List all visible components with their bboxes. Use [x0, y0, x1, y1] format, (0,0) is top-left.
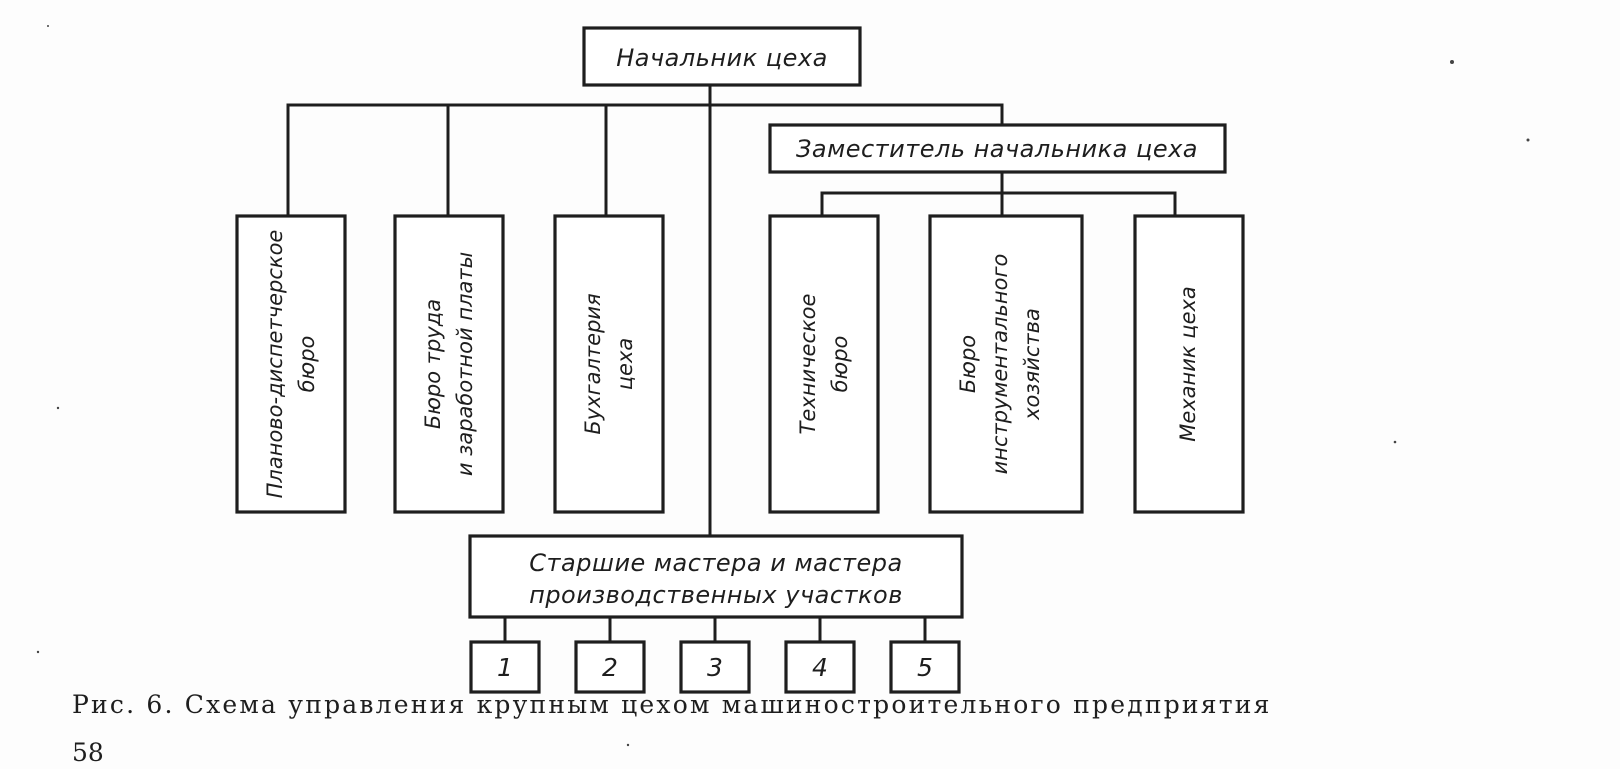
section-label: 2: [602, 653, 618, 682]
dept-mechanic: Механик цеха: [1133, 214, 1245, 514]
section-node: 2: [574, 640, 646, 694]
dept-accounting-line1: Бухгалтерия: [581, 293, 605, 434]
head-label: Начальник цеха: [616, 44, 828, 72]
figure-caption: Рис. 6. Схема управления крупным цехом м…: [72, 690, 1272, 719]
dept-tools-line2: инструментального: [988, 254, 1012, 475]
scan-specks: [36, 25, 1530, 747]
dept-planning-line2: бюро: [295, 336, 319, 393]
section-label: 3: [707, 653, 723, 682]
dept-accounting: Бухгалтерия цеха: [553, 214, 665, 514]
dept-labor: Бюро труда и заработной платы: [393, 214, 505, 514]
dept-technical-line1: Техническое: [796, 294, 820, 435]
section-label: 4: [812, 653, 828, 682]
head-node: Начальник цеха: [582, 26, 862, 87]
connectors: [286, 81, 1177, 644]
deputy-label: Заместитель начальника цеха: [796, 135, 1198, 163]
section-node: 3: [679, 640, 751, 694]
masters-node: Старшие мастера и мастера производственн…: [468, 534, 964, 619]
dept-labor-line1: Бюро труда: [421, 299, 445, 429]
section-node: 5: [889, 640, 961, 694]
section-label: 1: [497, 653, 513, 682]
dept-accounting-line2: цеха: [613, 338, 637, 391]
dept-technical: Техническое бюро: [768, 214, 880, 514]
dept-technical-line2: бюро: [828, 336, 852, 393]
dept-planning-line1: Планово-диспетчерское: [263, 230, 287, 499]
section-node: 1: [469, 640, 541, 694]
dept-mechanic-line1: Механик цеха: [1176, 286, 1200, 442]
dept-tools-line3: хозяйства: [1020, 308, 1044, 421]
section-node: 4: [784, 640, 856, 694]
section-label: 5: [917, 653, 933, 682]
dept-labor-line2: и заработной платы: [453, 252, 477, 476]
masters-line2: производственных участков: [529, 581, 903, 609]
dept-planning: Планово-диспетчерское бюро: [235, 214, 347, 514]
deputy-node: Заместитель начальника цеха: [768, 123, 1227, 174]
masters-line1: Старшие мастера и мастера: [529, 549, 902, 577]
dept-tools-line1: Бюро: [956, 335, 980, 393]
page-number: 58: [72, 738, 104, 767]
dept-tools: Бюро инструментального хозяйства: [928, 214, 1084, 514]
